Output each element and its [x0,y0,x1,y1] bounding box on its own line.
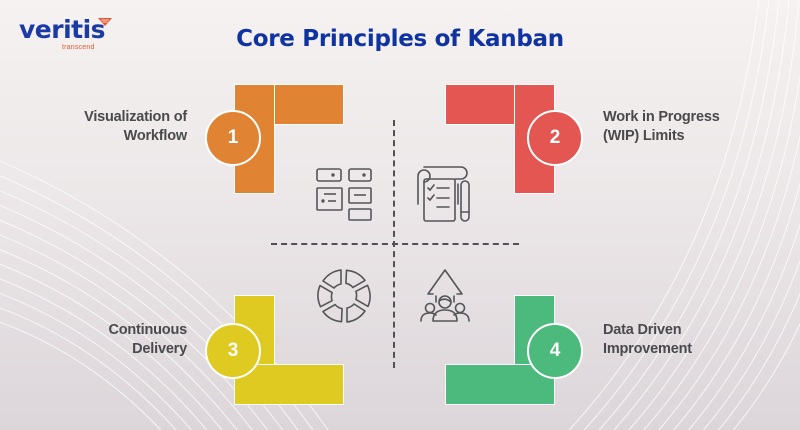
logo-chevron-icon [98,18,112,26]
divider-vertical [393,120,395,368]
principle-4-label: Data Driven Improvement [603,322,692,357]
divider-horizontal [271,243,519,245]
principle-4-number-badge: 4 [527,323,583,379]
brand-name: veritis [19,15,106,44]
brand-logo[interactable]: veritis transcend [19,15,112,51]
team-growth-arrow-icon [420,269,470,322]
principle-2-label: Work in Progress (WIP) Limits [603,109,720,144]
cycle-segments-icon [317,269,371,323]
page-title: Core Principles of Kanban [236,26,564,52]
principle-2-number-badge: 2 [527,110,583,166]
principle-1-label: Visualization of Workflow [84,109,187,144]
principle-1-number-badge: 1 [205,110,261,166]
kanban-board-icon [316,168,372,221]
principle-3-label: Continuous Delivery [108,322,187,357]
checklist-pen-icon [417,166,470,222]
brand-tagline: transcend [62,44,95,51]
principle-3-number-badge: 3 [205,323,261,379]
